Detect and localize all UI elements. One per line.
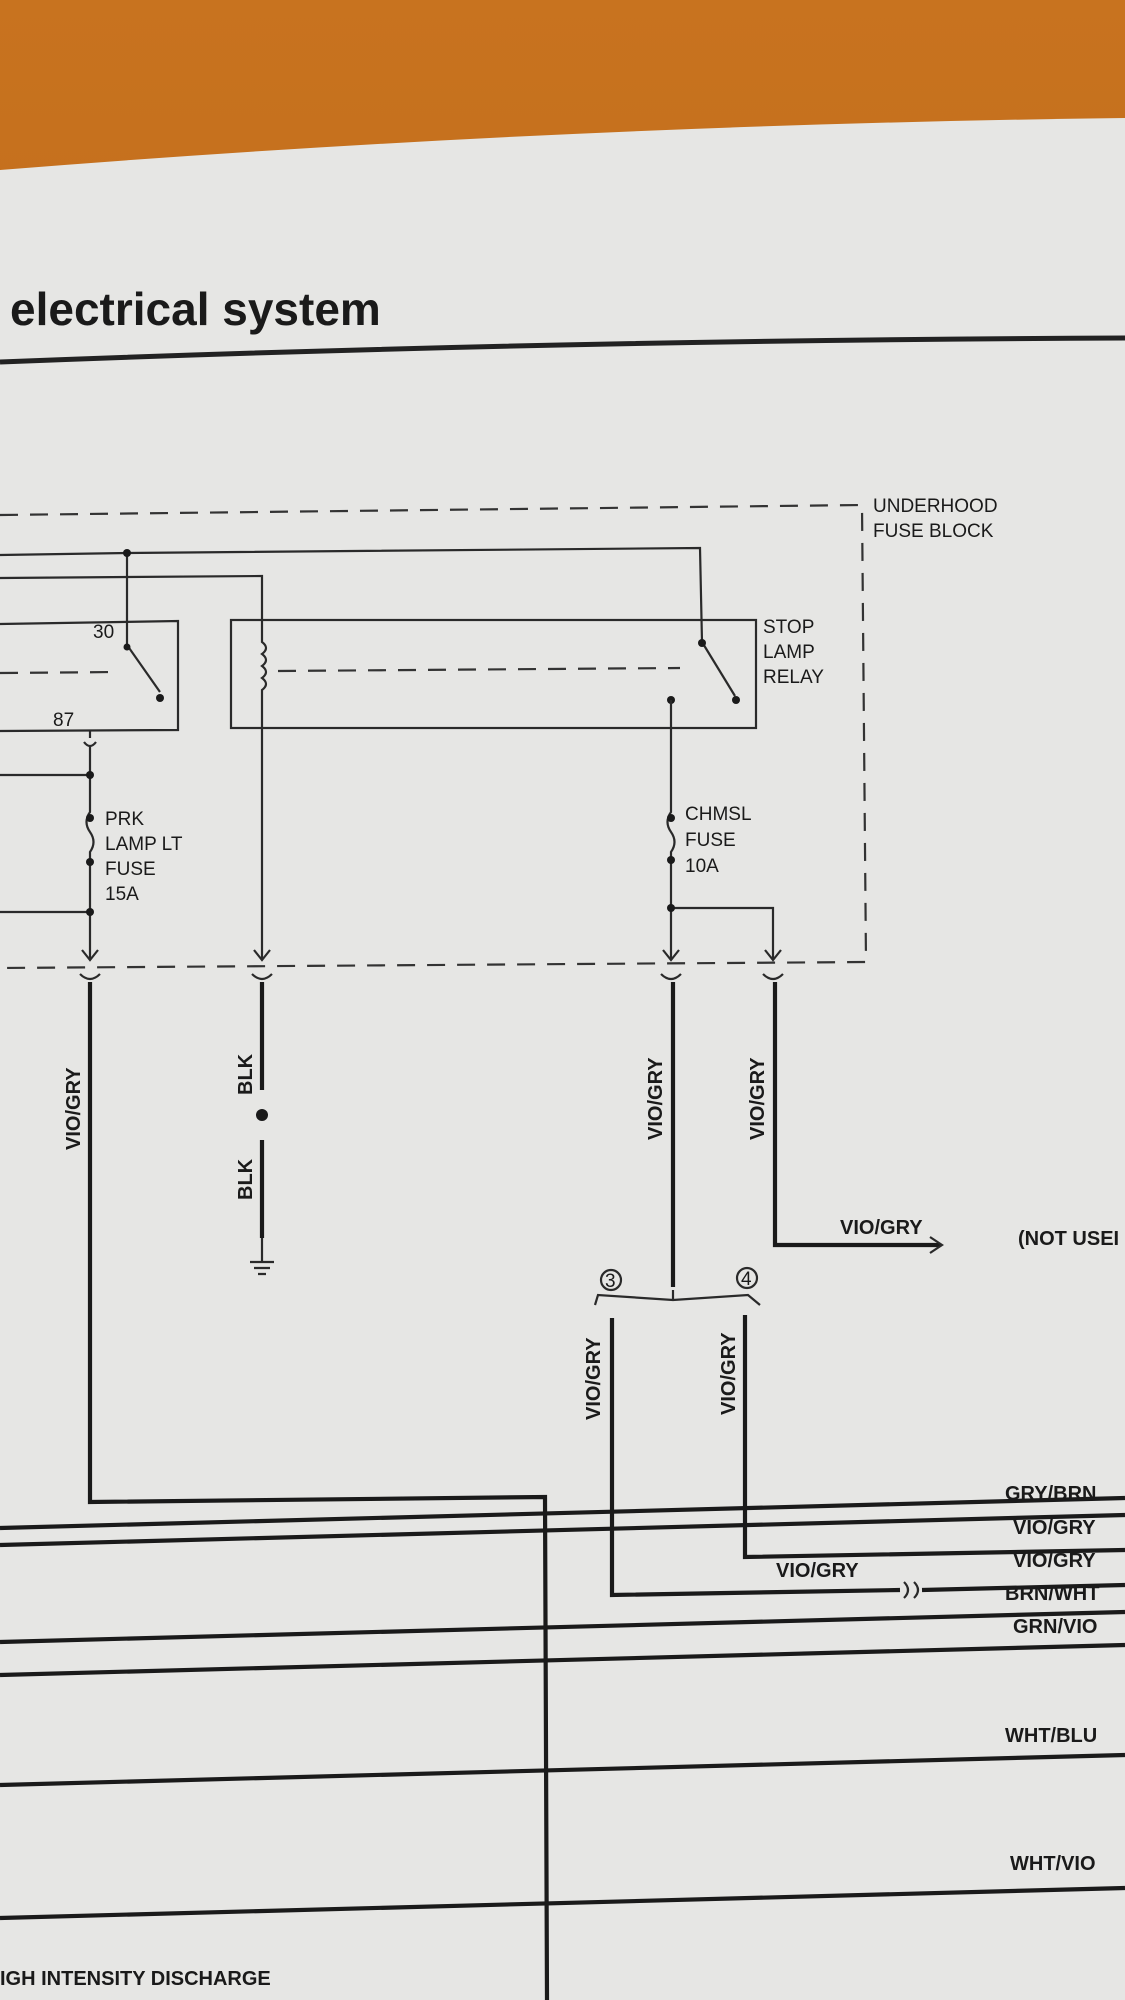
bottom-component-label: IGH INTENSITY DISCHARGE [0,1968,271,1990]
wire-label-branch-3-horizontal: VIO/GRY [776,1560,859,1582]
wire-label-chmsl-spare: VIO/GRY [747,1057,769,1140]
connector-3-label: 3 [605,1271,616,1292]
right-wire-label-2: VIO/GRY [1013,1517,1096,1539]
terminal-87-label: 87 [53,710,74,731]
relay-label-1: STOP [763,617,814,638]
wire-label-prk: VIO/GRY [63,1067,85,1150]
right-wire-label-7: WHT/VIO [1010,1853,1096,1875]
right-wire-label-1: GRY/BRN [1005,1483,1096,1505]
connector-symbols [79,949,784,981]
relay-label-2: LAMP [763,642,815,663]
prk-fuse-label-2: LAMP LT [105,834,183,855]
wire-label-branch-4: VIO/GRY [718,1332,740,1415]
header-rule [0,335,1125,365]
right-wire-label-6: WHT/BLU [1005,1725,1097,1747]
prk-fuse-label-3: FUSE [105,859,156,880]
chmsl-fuse-label-3: 10A [685,856,719,877]
section-title: electrical system [10,283,381,335]
wire-label-blk-lower: BLK [235,1158,257,1200]
right-wire-label-3: VIO/GRY [1013,1550,1096,1572]
prk-fuse-label-1: PRK [105,809,144,830]
prk-fuse-label-4: 15A [105,884,139,905]
connector-4-label: 4 [741,1269,752,1290]
terminal-30-label: 30 [93,622,114,643]
wire-label-spare-horizontal: VIO/GRY [840,1217,923,1239]
harness-wires [0,982,1125,2000]
wire-label-chmsl: VIO/GRY [645,1057,667,1140]
left-relay: 30 87 [0,612,180,748]
fuse-block-boundary [0,503,868,970]
paper-sheet [0,118,1125,2000]
chmsl-fuse-label-1: CHMSL [685,804,752,825]
fuse-block-title-2: FUSE BLOCK [873,521,994,542]
chmsl-fuse-label-2: FUSE [685,830,736,851]
wire-label-branch-3: VIO/GRY [583,1337,605,1420]
wire-label-blk-upper: BLK [235,1053,257,1095]
fuse-block-title-1: UNDERHOOD [873,496,998,517]
relay-label-3: RELAY [763,667,824,688]
chmsl-fuse: CHMSL FUSE 10A [666,700,775,960]
right-wire-label-4: BRN/WHT [1005,1583,1099,1605]
prk-lamp-fuse: PRK LAMP LT FUSE 15A [0,746,183,960]
right-wire-label-5: GRN/VIO [1013,1616,1097,1638]
not-used-label: (NOT USEI [1018,1228,1119,1250]
feed-lines [0,546,704,643]
stop-lamp-relay: STOP LAMP RELAY [229,617,824,730]
